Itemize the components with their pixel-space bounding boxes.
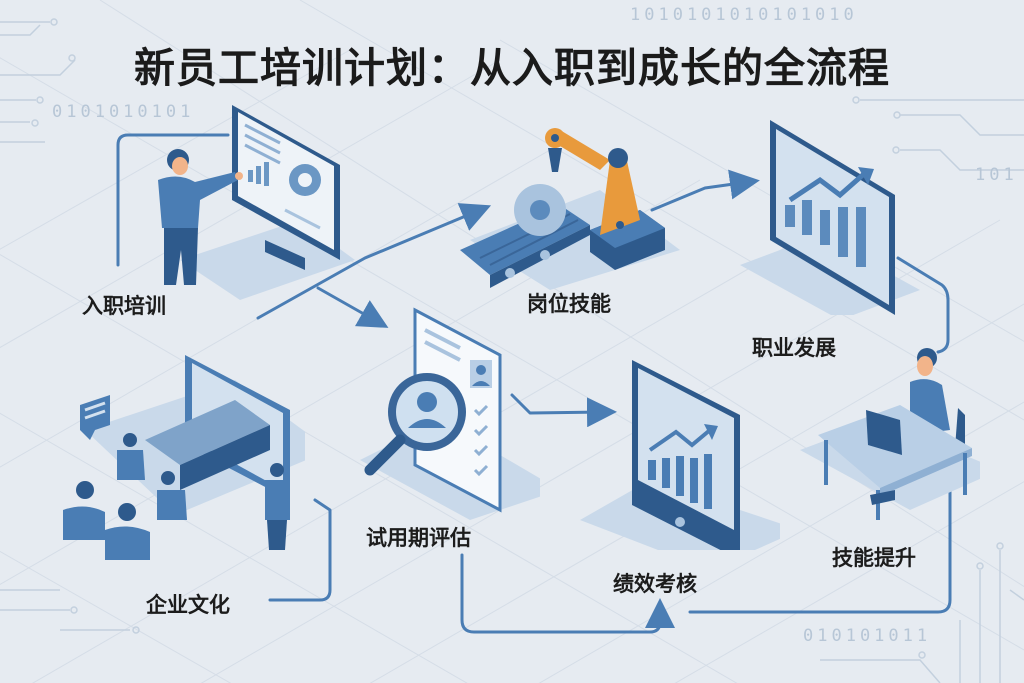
- step-label-culture: 企业文化: [146, 593, 230, 617]
- binary-decoration-right: 101: [975, 165, 1018, 185]
- team-meeting-icon: [63, 355, 305, 560]
- page-title: 新员工培训计划：从入职到成长的全流程: [134, 44, 890, 92]
- growth-chart-screen-icon: [740, 120, 920, 315]
- presenter-monitor-icon: [158, 105, 355, 300]
- resume-magnifier-icon: [360, 307, 540, 520]
- binary-decoration-top-right: 1010101010101010: [630, 5, 858, 25]
- step-label-skill-up: 技能提升: [832, 546, 916, 570]
- binary-decoration-top-left: 0101010101: [52, 102, 195, 122]
- step-label-performance: 绩效考核: [613, 572, 697, 596]
- desk-laptop-worker-icon: [800, 348, 980, 520]
- binary-decoration-bottom-right: 010101011: [803, 626, 932, 646]
- step-label-probation: 试用期评估: [366, 526, 471, 550]
- step-label-job-skills: 岗位技能: [527, 292, 611, 316]
- robot-arm-conveyor-icon: [460, 128, 680, 290]
- step-label-career: 职业发展: [752, 336, 836, 360]
- step-label-onboarding: 入职培训: [82, 294, 166, 318]
- tablet-chart-icon: [580, 360, 780, 550]
